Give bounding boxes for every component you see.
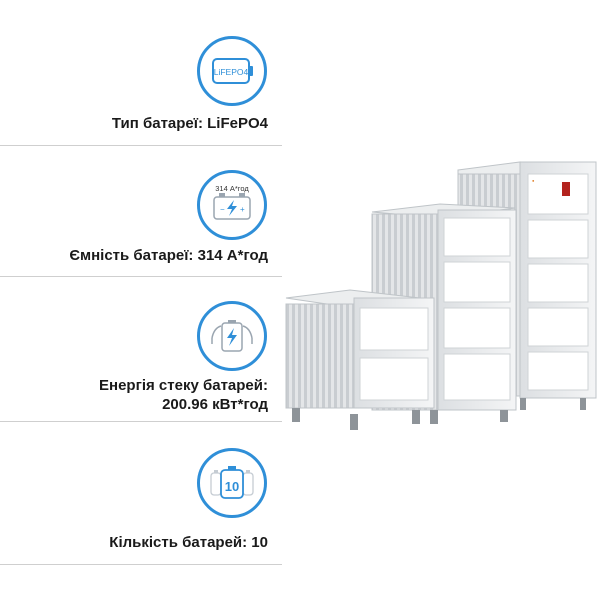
battery-count-text: Кількість батарей: 10 bbox=[109, 534, 268, 551]
svg-text:+: + bbox=[240, 205, 245, 214]
battery-type-label: Тип батареї: LiFePO4 bbox=[0, 114, 268, 133]
divider bbox=[0, 145, 282, 146]
battery-capacity-icon: 314 А*год − + bbox=[197, 170, 267, 240]
battery-count-icon: 10 bbox=[197, 448, 267, 518]
battery-capacity-text: Ємність батареї: 314 А*год bbox=[69, 247, 268, 264]
battery-count-label: Кількість батарей: 10 bbox=[0, 533, 268, 552]
svg-text:−: − bbox=[220, 205, 225, 214]
battery-energy-icon bbox=[197, 301, 267, 371]
battery-type-text: Тип батареї: LiFePO4 bbox=[111, 115, 268, 132]
divider bbox=[0, 276, 282, 277]
svg-text:●: ● bbox=[532, 178, 535, 183]
divider bbox=[0, 421, 282, 422]
battery-stack-image: ● bbox=[285, 161, 597, 430]
lifepo4-battery-icon: LiFEPO4 bbox=[197, 36, 267, 106]
battery-tower-front bbox=[285, 289, 435, 430]
battery-capacity-label: Ємність батареї: 314 А*год bbox=[0, 246, 268, 265]
stack-energy-text-line1: Енергія стеку батарей: bbox=[99, 377, 268, 394]
stack-energy-label: Енергія стеку батарей: 200.96 кВт*год bbox=[0, 376, 268, 414]
lifepo4-icon-text: LiFEPO4 bbox=[214, 67, 249, 77]
stack-energy-text-line2: 200.96 кВт*год bbox=[162, 396, 268, 413]
divider bbox=[0, 564, 282, 565]
capacity-icon-text: 314 А*год bbox=[215, 184, 249, 193]
count-icon-text: 10 bbox=[225, 479, 239, 494]
